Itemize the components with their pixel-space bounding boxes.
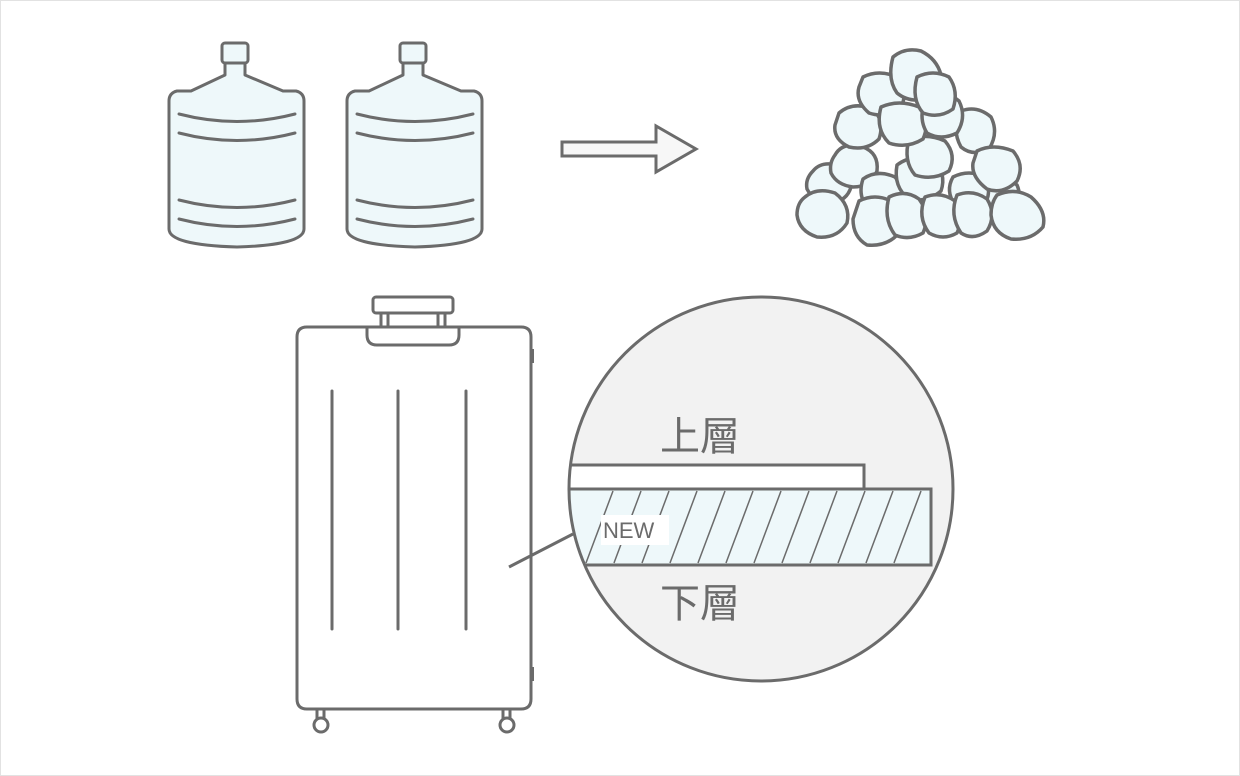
new-badge: NEW xyxy=(603,518,655,543)
new-badge-bg xyxy=(601,515,669,545)
water-bottle-icon xyxy=(167,41,306,249)
wheel-right xyxy=(498,716,516,734)
upper-layer-label: 上層 xyxy=(660,414,740,460)
water-bottle-icon xyxy=(345,41,484,249)
zoom-circle-icon: NEW 上層 下層 xyxy=(567,295,955,683)
ice-pile-icon xyxy=(795,48,1046,247)
suitcase-handle xyxy=(371,295,455,315)
lower-layer-label: 下層 xyxy=(660,581,740,627)
upper-layer-board xyxy=(569,463,866,491)
wheel-left xyxy=(312,716,330,734)
suitcase-icon xyxy=(295,295,534,734)
arrow-right-icon xyxy=(560,123,700,175)
callout-line xyxy=(508,532,574,569)
